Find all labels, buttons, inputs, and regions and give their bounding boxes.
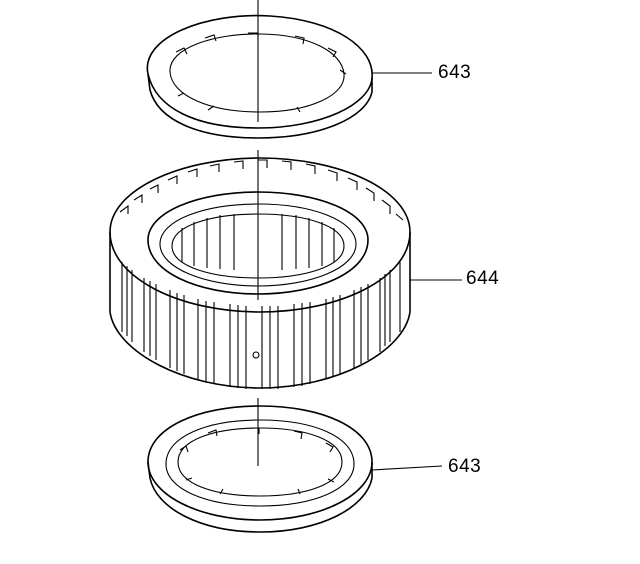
top-thrust-washer bbox=[146, 14, 373, 139]
clutch-hub bbox=[109, 157, 462, 389]
callout-clutch-hub: 644 bbox=[466, 268, 500, 289]
callout-top-ring: 643 bbox=[438, 62, 472, 83]
callout-bottom-ring: 643 bbox=[448, 456, 482, 477]
bottom-thrust-washer bbox=[147, 405, 373, 533]
leader-bottom bbox=[371, 465, 443, 471]
